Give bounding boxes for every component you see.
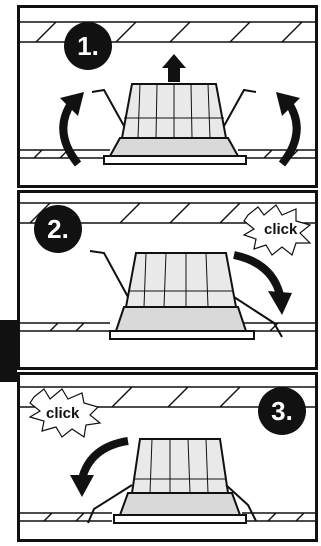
curved-arrow-icon: [234, 255, 292, 315]
curved-arrow-icon: [60, 92, 84, 164]
side-tab: [0, 320, 17, 382]
step-1-badge: 1.: [64, 22, 112, 70]
step-3-panel: 3. click: [17, 372, 318, 542]
up-arrow-icon: [162, 54, 186, 82]
step-2-panel: 2. click: [17, 190, 318, 370]
step-3-badge: 3.: [258, 387, 306, 435]
step-1-illustration: [20, 8, 315, 185]
step-2-badge: 2.: [34, 205, 82, 253]
curved-arrow-icon: [276, 92, 300, 164]
curved-arrow-icon: [70, 441, 128, 497]
click-label: click: [46, 405, 79, 422]
step-1-panel: 1.: [17, 5, 318, 188]
click-label: click: [264, 221, 297, 238]
